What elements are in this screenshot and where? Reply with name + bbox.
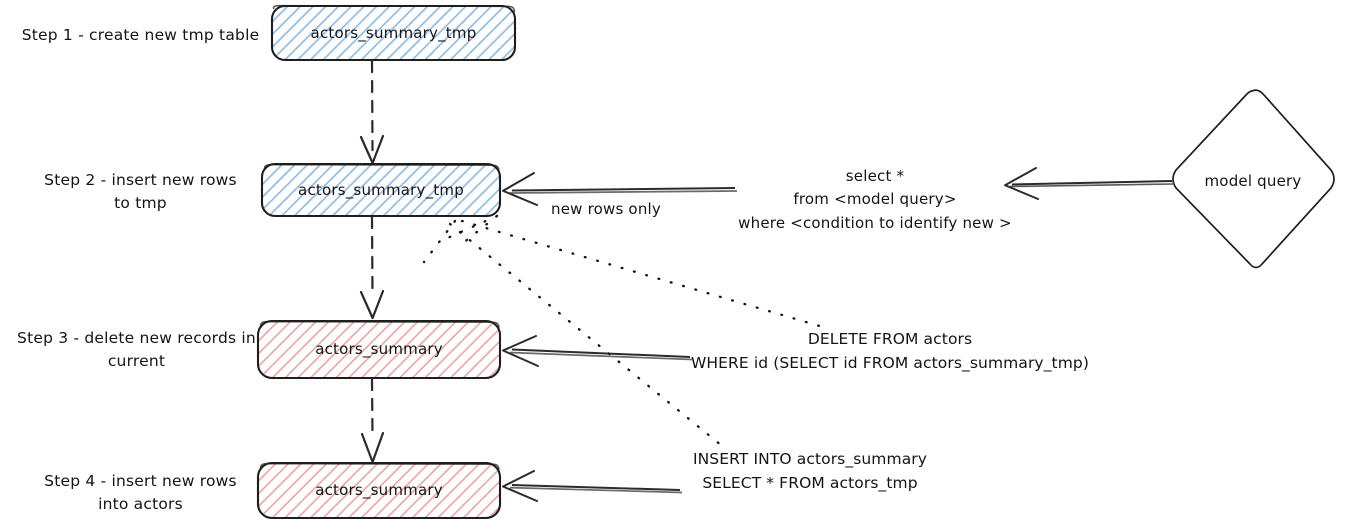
model-query-node-label: model query bbox=[1204, 172, 1302, 190]
step4-node[interactable] bbox=[256, 461, 502, 520]
edge-label-delete-sql: DELETE FROM actors WHERE id (SELECT id F… bbox=[690, 330, 1090, 373]
connector-step1-step2 bbox=[359, 59, 385, 165]
step1-label: Step 1 - create new tmp table bbox=[21, 26, 260, 44]
dotted-link-step2-delete bbox=[460, 219, 825, 329]
step3-node-label: actors_summary bbox=[315, 340, 443, 358]
dotted-link-step2-insert bbox=[448, 222, 729, 452]
connector-step3-step4 bbox=[360, 377, 385, 464]
step1-node[interactable] bbox=[270, 4, 517, 62]
step3-label: Step 3 - delete new records in current bbox=[17, 329, 256, 371]
edge-label-model-query-sql: select * from <model query> where <condi… bbox=[738, 167, 1012, 232]
edge-label-insert-sql: INSERT INTO actors_summary SELECT * FROM… bbox=[692, 450, 928, 493]
dotted-link-step2-tail-c bbox=[422, 219, 457, 264]
arrow-delete-to-step3 bbox=[502, 335, 693, 367]
dotted-link-step2-tail-b bbox=[456, 214, 499, 249]
arrow-model-query-right bbox=[1004, 167, 1175, 200]
step4-label: Step 4 - insert new rows into actors bbox=[44, 472, 237, 514]
connector-step2-step3 bbox=[359, 215, 385, 320]
step2-node[interactable] bbox=[260, 162, 502, 218]
step1-node-label: actors_summary_tmp bbox=[310, 24, 477, 42]
step2-label: Step 2 - insert new rows to tmp bbox=[44, 171, 237, 213]
edge-label-new-rows-only: new rows only bbox=[551, 200, 661, 218]
model-query-node[interactable] bbox=[1172, 89, 1335, 269]
arrow-insert-to-step4 bbox=[502, 470, 683, 502]
step4-node-label: actors_summary bbox=[315, 481, 443, 499]
step2-node-label: actors_summary_tmp bbox=[298, 181, 464, 199]
step3-node[interactable] bbox=[256, 319, 502, 380]
arrow-new-rows-to-step2 bbox=[502, 172, 738, 206]
dotted-link-step2-tail-a bbox=[441, 214, 499, 242]
